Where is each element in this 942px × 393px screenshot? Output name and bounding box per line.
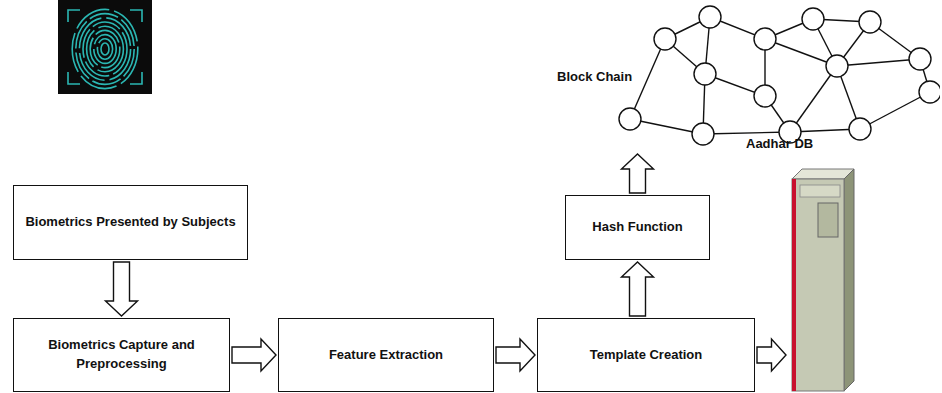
block-arrow: [757, 339, 786, 371]
box-label: Biometrics Presented by Subjects: [25, 213, 235, 232]
fingerprint-icon: [58, 0, 152, 94]
box-label: Template Creation: [590, 346, 702, 365]
blockchain-network: Block Chain: [555, 4, 940, 152]
process-box: Template Creation: [537, 318, 755, 392]
node-heading: Aadhar DB: [746, 135, 813, 154]
process-box: Biometrics Capture and Preprocessing: [13, 318, 230, 392]
box-label: Biometrics Capture and Preprocessing: [24, 336, 219, 374]
block-arrow: [232, 339, 276, 371]
block-arrow: [622, 262, 654, 316]
block-arrow: [622, 154, 654, 193]
box-label: Hash Function: [592, 218, 682, 237]
server-icon: [788, 165, 858, 393]
node-heading: Block Chain: [557, 68, 632, 87]
process-box: Hash Function: [565, 195, 710, 260]
block-arrow: [496, 339, 535, 371]
box-label: Feature Extraction: [329, 346, 443, 365]
process-box: Biometrics Presented by Subjects: [13, 185, 248, 260]
block-arrow: [106, 262, 138, 316]
process-box: Feature Extraction: [278, 318, 494, 392]
database-server: Aadhar DB: [788, 165, 858, 393]
